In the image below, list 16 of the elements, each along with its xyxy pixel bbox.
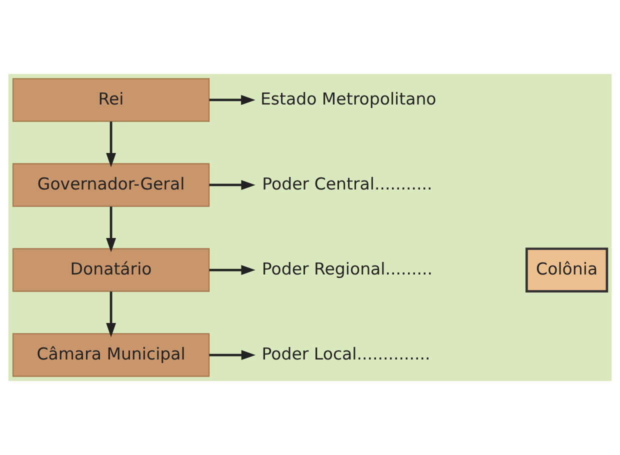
node-text: Poder Local.............. xyxy=(262,344,430,364)
node-box: Rei xyxy=(12,78,210,122)
arrow xyxy=(106,206,116,252)
arrow xyxy=(209,95,256,105)
arrow xyxy=(106,292,116,338)
arrow xyxy=(209,350,256,360)
node-text: Poder Regional......... xyxy=(262,259,433,278)
node-box: Colônia xyxy=(526,248,608,292)
node-box: Governador-Geral xyxy=(12,163,210,207)
node-box: Câmara Municipal xyxy=(12,333,210,377)
arrow xyxy=(209,265,256,275)
arrow xyxy=(209,180,256,190)
node-text: Poder Central........... xyxy=(262,174,432,194)
node-text: Estado Metropolitano xyxy=(260,89,436,108)
arrow xyxy=(106,122,116,168)
node-box: Donatário xyxy=(12,248,210,292)
